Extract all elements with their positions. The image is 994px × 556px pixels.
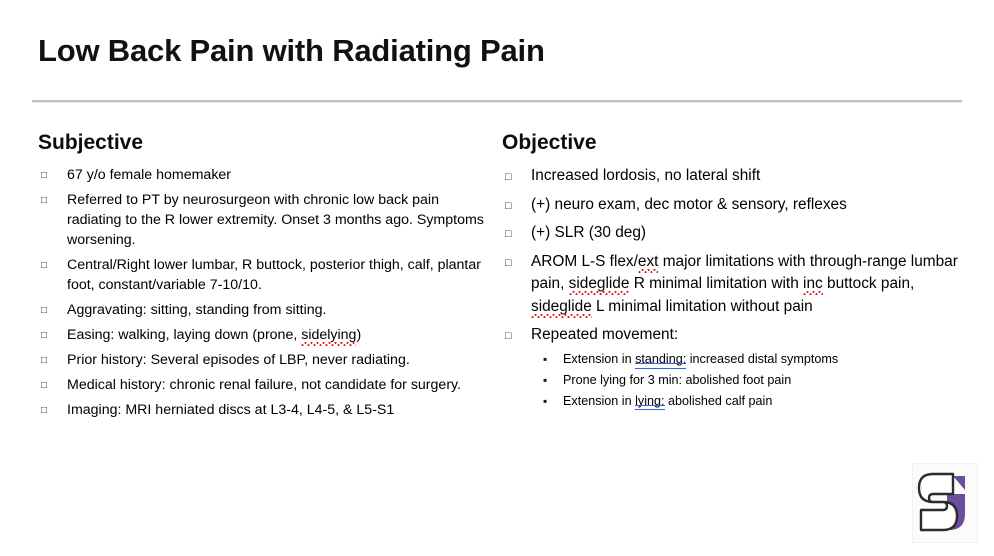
bullet-text-part: R minimal limitation with xyxy=(629,275,804,293)
spellcheck-flagged-word: ext xyxy=(637,252,659,270)
bullet-text-suffix: ) xyxy=(356,327,362,344)
spellcheck-flagged-word: sideglide xyxy=(568,275,630,293)
subbullet-text-suffix: increased distal symptoms xyxy=(686,351,839,366)
objective-column: Objective Increased lordosis, no lateral… xyxy=(502,131,962,417)
subbullet-text: Prone lying for 3 min: abolished foot pa… xyxy=(563,372,792,387)
spellcheck-flagged-word: inc xyxy=(803,275,823,293)
grammar-flagged-word: standing: xyxy=(635,351,687,366)
bullet-text: 67 y/o female homemaker xyxy=(67,167,232,184)
subjective-heading: Subjective xyxy=(38,131,144,154)
list-item-arom: AROM L-S flex/ext major limitations with… xyxy=(502,251,962,319)
bullet-text: Referred to PT by neurosurgeon with chro… xyxy=(67,192,484,249)
bullet-text: Repeated movement: xyxy=(531,326,679,344)
list-item: Referred to PT by neurosurgeon with chro… xyxy=(38,190,490,250)
objective-heading: Objective xyxy=(502,131,597,154)
subbullet-text-prefix: Extension in xyxy=(563,393,636,408)
page-title: Low Back Pain with Radiating Pain xyxy=(38,33,545,68)
list-item: (+) neuro exam, dec motor & sensory, ref… xyxy=(502,194,962,217)
bullet-text: Prior history: Several episodes of LBP, … xyxy=(67,352,410,369)
bullet-text: Aggravating: sitting, standing from sitt… xyxy=(67,302,327,319)
bullet-text-part: buttock pain, xyxy=(822,275,915,293)
bullet-text: Imaging: MRI herniated discs at L3-4, L4… xyxy=(67,402,395,419)
bullet-text: (+) neuro exam, dec motor & sensory, ref… xyxy=(531,195,847,213)
list-item: Extension in lying: abolished calf pain xyxy=(531,391,962,412)
bullet-text-prefix: Easing: walking, laying down (prone, xyxy=(67,327,302,344)
list-item-repeated-movement: Repeated movement: Extension in standing… xyxy=(502,324,962,412)
list-item: Extension in standing: increased distal … xyxy=(531,349,962,370)
bullet-text: Medical history: chronic renal failure, … xyxy=(67,377,462,394)
subjective-column: Subjective 67 y/o female homemaker Refer… xyxy=(38,131,490,425)
list-item: 67 y/o female homemaker xyxy=(38,165,490,186)
list-item: Aggravating: sitting, standing from sitt… xyxy=(38,300,490,321)
bullet-text-part: major limitations with through-range lum… xyxy=(531,252,958,293)
repeated-movement-sublist: Extension in standing: increased distal … xyxy=(531,349,962,412)
logo-container xyxy=(913,464,977,542)
logo-letter-s xyxy=(917,472,959,532)
bullet-text: Central/Right lower lumbar, R buttock, p… xyxy=(67,257,481,294)
subbullet-text-prefix: Extension in xyxy=(563,351,636,366)
spellcheck-flagged-word: sideglide xyxy=(531,297,592,315)
bullet-text: Increased lordosis, no lateral shift xyxy=(531,167,761,185)
grammar-flagged-word: lying: xyxy=(635,393,665,408)
list-item: Prior history: Several episodes of LBP, … xyxy=(38,350,490,371)
list-item: (+) SLR (30 deg) xyxy=(502,222,962,245)
subbullet-text-suffix: abolished calf pain xyxy=(664,393,773,408)
subjective-bullet-list: 67 y/o female homemaker Referred to PT b… xyxy=(38,165,490,421)
list-item: Central/Right lower lumbar, R buttock, p… xyxy=(38,255,490,295)
list-item: Increased lordosis, no lateral shift xyxy=(502,165,962,188)
title-divider xyxy=(32,100,962,103)
logo-shadow-top xyxy=(953,476,965,490)
objective-bullet-list: Increased lordosis, no lateral shift (+)… xyxy=(502,165,962,412)
bullet-text-part: AROM L-S flex/ xyxy=(531,252,638,270)
list-item: Medical history: chronic renal failure, … xyxy=(38,375,490,396)
list-item: Prone lying for 3 min: abolished foot pa… xyxy=(531,370,962,391)
bullet-text-part: L minimal limitation without pain xyxy=(591,297,813,315)
bullet-text: (+) SLR (30 deg) xyxy=(531,224,647,242)
letter-s-logo-icon xyxy=(917,472,965,532)
list-item: Easing: walking, laying down (prone, sid… xyxy=(38,325,490,346)
spellcheck-flagged-word: sidelying xyxy=(301,327,357,344)
list-item: Imaging: MRI herniated discs at L3-4, L4… xyxy=(38,400,490,421)
